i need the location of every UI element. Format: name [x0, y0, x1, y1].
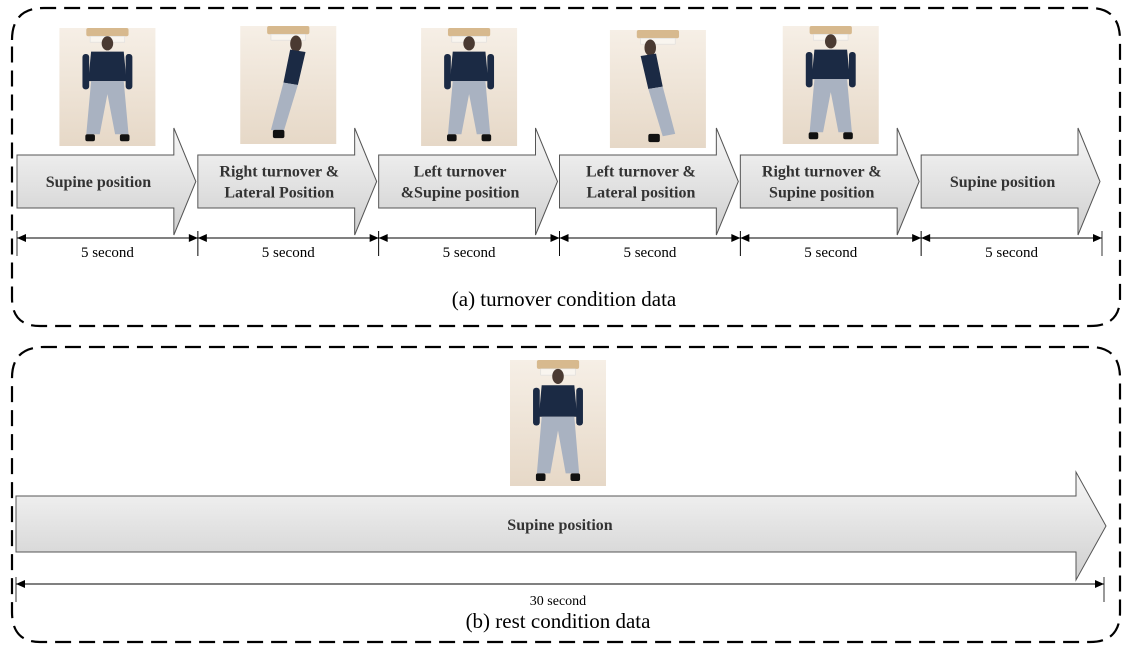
stage-arrow-2 [197, 127, 378, 236]
rest-stage-arrow [15, 470, 1107, 582]
duration-label: 5 second [262, 245, 315, 261]
duration-arrow-4 [559, 231, 741, 256]
stage-label: &Supine position [401, 185, 520, 202]
stage-arrow-4 [559, 127, 739, 236]
stage-arrow-5 [739, 127, 920, 236]
stage-label: Supine position [769, 185, 874, 202]
panel-a-turnover: Supine position 5 second Right turnover & L… [10, 6, 1122, 328]
stage-arrow-1 [16, 127, 197, 236]
stage-arrow-3 [378, 127, 559, 236]
stage-arrow-6 [920, 127, 1101, 236]
duration-label: 5 second [985, 245, 1038, 261]
bed-photo-rest [510, 360, 606, 486]
panel-b-caption: (b) rest condition data [466, 609, 652, 633]
stage-label: Supine position [46, 174, 151, 191]
stage-label: Lateral Position [224, 185, 334, 202]
duration-label: 5 second [443, 245, 496, 261]
stage-2: Right turnover & Lateral Position 5 second [197, 26, 380, 261]
stage-5: Right turnover & Supine position 5 second [739, 26, 922, 261]
bed-photo-4 [609, 30, 706, 148]
bed-photo-2 [240, 26, 337, 144]
stage-sequence: Supine position 5 second Right turnover & L… [16, 26, 1103, 261]
rest-stage: Supine position [15, 360, 1107, 602]
panel-b-rest: Supine position 30 second (b) rest condi… [10, 345, 1122, 644]
duration-label: 5 second [81, 245, 134, 261]
duration-label: 5 second [623, 245, 676, 261]
stage-label: Right turnover & [762, 164, 882, 181]
duration-arrow-6 [920, 231, 1103, 256]
stage-3: Left turnover&Supine position 5 second [378, 28, 560, 261]
bed-photo-1 [59, 28, 156, 146]
bed-photo-3 [421, 28, 518, 146]
stage-label: Right turnover & [219, 164, 339, 181]
panel-b-border [10, 345, 1122, 644]
bed-photo-5 [782, 26, 879, 144]
stage-1: Supine position 5 second [16, 28, 199, 261]
panel-a-caption: (a) turnover condition data [452, 287, 677, 311]
stage-label: Supine position [950, 174, 1055, 191]
stage-label: Left turnover [414, 164, 507, 181]
duration-label: 5 second [804, 245, 857, 261]
stage-4: Left turnover & Lateral position 5 second [559, 30, 741, 261]
stage-6: Supine position 5 second [920, 127, 1103, 261]
panel-a-border [10, 6, 1122, 328]
rest-stage-label: Supine position [507, 517, 612, 534]
stage-label: Lateral position [586, 185, 695, 202]
panel-b-duration: 30 second [530, 594, 586, 609]
stage-label: Left turnover & [586, 164, 696, 181]
rest-duration-arrow [15, 577, 1105, 602]
